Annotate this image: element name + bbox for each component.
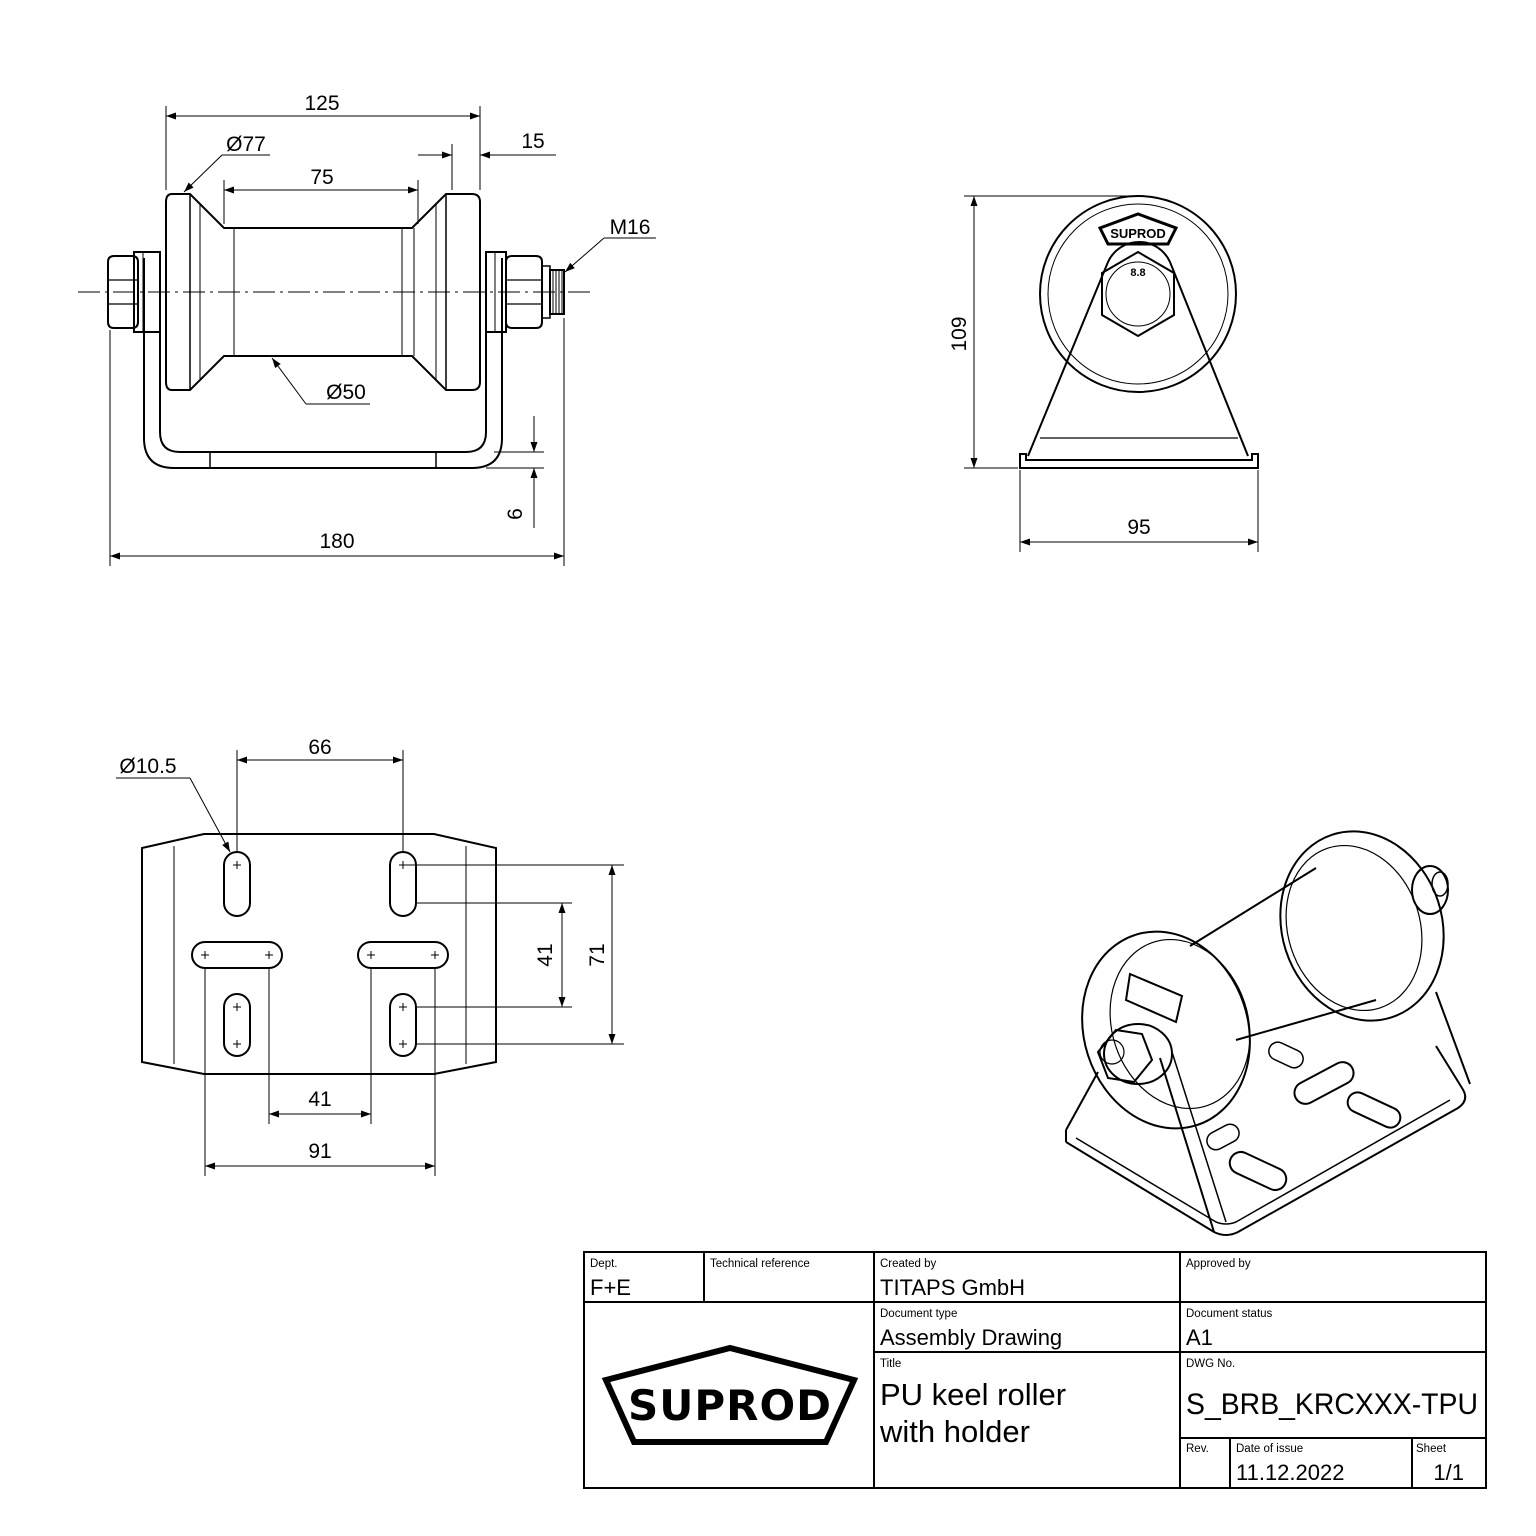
dim-125-text: 125 [304, 92, 339, 115]
dim-109: 109 [948, 195, 1138, 469]
dim-71-vertical: 71 [403, 864, 624, 1045]
dept-label: Dept. [590, 1258, 618, 1270]
dim-91h-text: 91 [308, 1140, 331, 1163]
dim-d10-5-text: Ø10.5 [119, 755, 176, 778]
dim-m16: M16 [564, 216, 656, 273]
left-nut [107, 251, 161, 333]
dwg-no-label: DWG No. [1186, 1358, 1235, 1370]
created-by-value: TITAPS GmbH [880, 1275, 1025, 1300]
side-logo: SUPROD [1097, 212, 1179, 246]
doc-type-value: Assembly Drawing [880, 1325, 1062, 1350]
dim-125: 125 [165, 92, 481, 190]
dim-66: 66 [236, 736, 404, 852]
doc-type-label: Document type [880, 1308, 957, 1320]
title-line-1: PU keel roller [880, 1377, 1066, 1412]
dim-75: 75 [223, 166, 419, 224]
approved-by-label: Approved by [1186, 1258, 1251, 1270]
title-block: Dept. F+E Technical reference Created by… [583, 1251, 1487, 1489]
rev-label: Rev. [1186, 1443, 1209, 1455]
dim-75-text: 75 [310, 166, 333, 189]
dim-41v-text: 41 [534, 943, 557, 966]
bracket-outline [143, 258, 503, 469]
dim-15-text: 15 [521, 130, 544, 153]
dim-71v-text: 71 [586, 943, 609, 966]
dim-180: 180 [109, 318, 565, 566]
dim-m16-text: M16 [610, 216, 651, 239]
dim-91-horizontal: 91 [204, 968, 436, 1176]
suprod-logo: SUPROD [601, 1344, 859, 1445]
dim-180-text: 180 [319, 530, 354, 553]
created-by-label: Created by [880, 1258, 937, 1270]
title-label: Title [880, 1358, 901, 1370]
dim-95: 95 [1019, 470, 1259, 552]
dim-109-text: 109 [948, 316, 971, 351]
dim-66-text: 66 [308, 736, 331, 759]
dim-95-text: 95 [1127, 516, 1150, 539]
dim-d50: Ø50 [271, 357, 370, 405]
dwg-no-value: S_BRB_KRCXXX-TPU [1186, 1388, 1478, 1421]
isometric-view [1065, 830, 1471, 1236]
dim-41-vertical: 41 [416, 902, 572, 1008]
right-nut [485, 251, 565, 333]
doc-status-label: Document status [1186, 1308, 1273, 1320]
dim-d77: Ø77 [183, 133, 270, 193]
dim-15: 15 [418, 130, 556, 190]
dim-d10-5: Ø10.5 [116, 755, 231, 853]
dim-6-text: 6 [504, 508, 527, 520]
date-value: 11.12.2022 [1236, 1460, 1344, 1485]
side-view: 8.8 SUPROD 109 95 [948, 195, 1259, 552]
doc-status-value: A1 [1186, 1325, 1213, 1350]
sheet-label: Sheet [1416, 1443, 1447, 1455]
dim-6: 6 [486, 416, 544, 528]
tech-ref-label: Technical reference [710, 1258, 810, 1270]
date-label: Date of issue [1236, 1443, 1303, 1455]
dim-d50-text: Ø50 [326, 381, 366, 404]
dim-41h-text: 41 [308, 1088, 331, 1111]
svg-text:SUPROD: SUPROD [628, 1381, 832, 1430]
dept-value: F+E [590, 1275, 631, 1300]
bolt-grade-text: 8.8 [1130, 267, 1145, 279]
title-line-2: with holder [879, 1414, 1030, 1449]
sheet-value: 1/1 [1433, 1460, 1464, 1485]
dim-d77-text: Ø77 [226, 133, 266, 156]
svg-text:SUPROD: SUPROD [1110, 226, 1166, 241]
dim-41-horizontal: 41 [268, 968, 372, 1124]
front-view: 125 15 Ø77 75 M16 [78, 92, 656, 566]
plan-view: Ø10.5 66 41 71 41 [116, 736, 624, 1176]
roller-profile [165, 193, 481, 391]
